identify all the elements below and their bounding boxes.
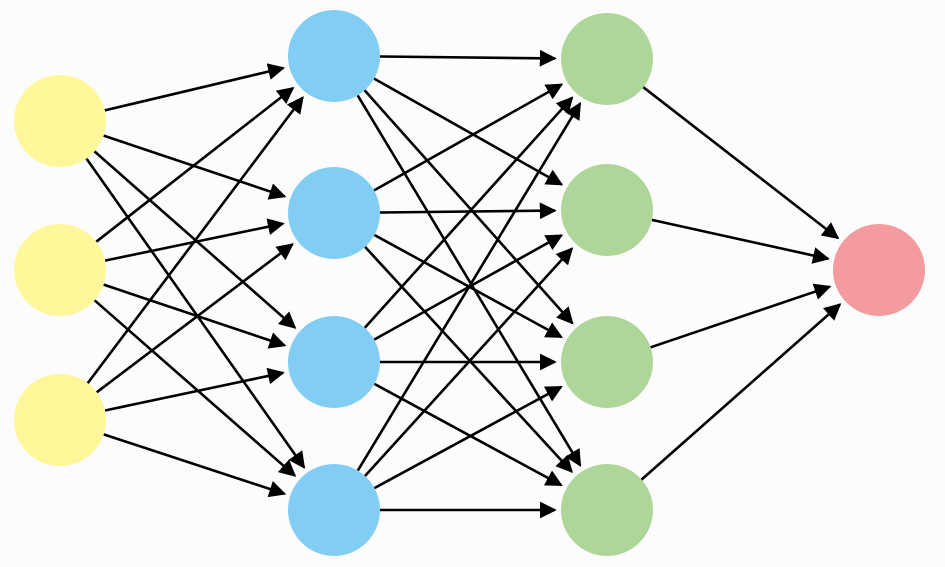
connection-input-1-to-hidden-1-1: [104, 63, 286, 112]
hidden-2-node-3: [561, 316, 653, 408]
output-node-1: [833, 224, 925, 316]
connection-hidden-2-3-to-output-1: [650, 283, 832, 349]
hidden-1-node-4: [288, 464, 380, 556]
connection-hidden-1-2-to-hidden-2-2: [379, 202, 557, 220]
connection-input-2-to-hidden-1-1: [95, 86, 295, 243]
connection-input-2-to-hidden-1-3: [103, 283, 287, 349]
connection-hidden-1-1-to-hidden-2-2: [373, 77, 564, 186]
connection-hidden-1-3-to-hidden-2-1: [363, 96, 574, 329]
connection-input-3-to-hidden-1-3: [104, 367, 285, 412]
connections: [85, 49, 842, 519]
connection-input-1-to-hidden-1-4: [85, 157, 306, 469]
hidden-1-node-2: [288, 167, 380, 259]
connection-hidden-1-1-to-hidden-2-4: [356, 94, 582, 467]
connection-hidden-2-1-to-output-1: [642, 86, 840, 240]
connection-input-2-to-hidden-1-4: [93, 299, 297, 477]
connection-hidden-1-3-to-hidden-2-4: [373, 382, 563, 487]
connection-input-3-to-hidden-1-1: [86, 96, 304, 384]
connection-input-3-to-hidden-1-4: [103, 433, 287, 498]
connection-hidden-1-2-to-hidden-2-1: [373, 83, 564, 192]
input-node-1: [14, 75, 106, 167]
connection-hidden-1-4-to-hidden-2-3: [373, 385, 563, 490]
input-node-3: [14, 374, 106, 466]
hidden-2-node-1: [561, 13, 653, 105]
connection-hidden-2-2-to-output-1: [651, 218, 830, 264]
connection-hidden-1-1-to-hidden-2-1: [379, 49, 557, 67]
hidden-1-node-3: [288, 316, 380, 408]
neurons: [14, 10, 925, 556]
hidden-2-node-4: [561, 464, 653, 556]
connection-hidden-1-4-to-hidden-2-2: [364, 247, 574, 477]
hidden-2-node-2: [561, 164, 653, 256]
input-node-2: [14, 224, 106, 316]
connection-hidden-1-2-to-hidden-2-4: [364, 246, 573, 473]
hidden-1-node-1: [288, 10, 380, 102]
connection-hidden-2-4-to-output-1: [640, 303, 842, 481]
connection-hidden-1-4-to-hidden-2-1: [356, 102, 582, 472]
connection-input-3-to-hidden-1-2: [95, 243, 294, 394]
